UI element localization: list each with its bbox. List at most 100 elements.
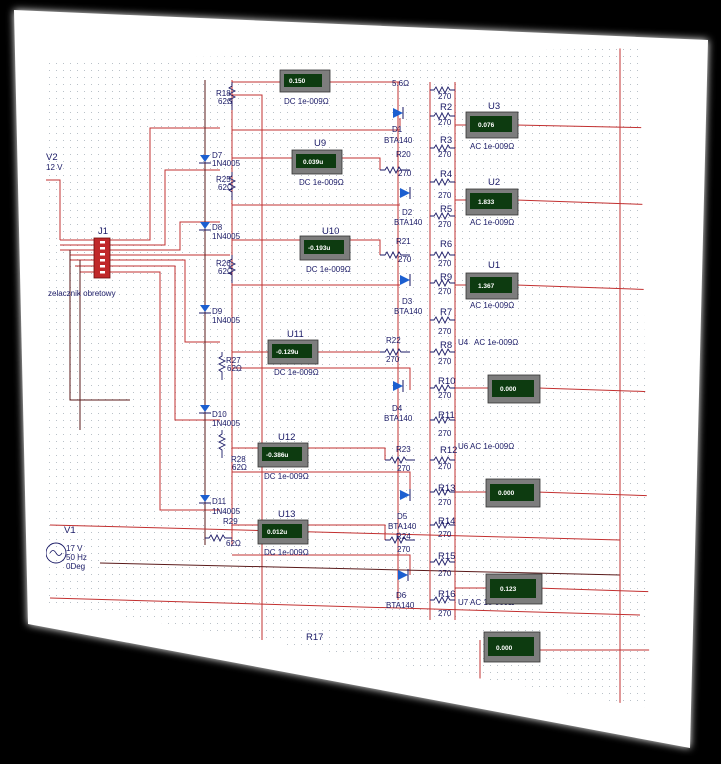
load-resistor-r7[interactable]: R7 270: [430, 307, 455, 336]
v1-value: 17 V: [66, 544, 83, 553]
meter-mode: AC 1e-009Ω: [470, 218, 514, 227]
diode-type: 1N4005: [212, 507, 241, 516]
thyristor-type: BTA140: [388, 522, 417, 531]
load-resistor-r2[interactable]: R2 270: [430, 102, 455, 127]
load-resistor-r9[interactable]: R9 270: [430, 272, 455, 296]
gate-resistor-r22[interactable]: R22 270: [380, 336, 410, 364]
gate-resistor-r24[interactable]: R24 270: [385, 532, 415, 554]
ac-meter-u1[interactable]: U1 1.367 AC 1e-009Ω: [465, 260, 519, 310]
resistor-r26[interactable]: R26 62Ω: [216, 255, 237, 283]
meter-reading: 0.150: [289, 78, 306, 85]
thyristor-d4[interactable]: D4 BTA140: [384, 380, 413, 423]
diode-d11[interactable]: D11 1N4005: [199, 495, 241, 516]
thyristor-type: BTA140: [384, 414, 413, 423]
dc-meter-u11[interactable]: U11 -0.129u DC 1e-009Ω: [267, 329, 319, 377]
diode-icon: [200, 155, 210, 162]
dc-meter-u10[interactable]: U10 -0.193u DC 1e-009Ω: [299, 226, 351, 274]
ac-meter-u6[interactable]: U6 AC 1e-009Ω 0.000: [458, 442, 541, 508]
load-resistor-r4[interactable]: R4 270: [430, 169, 455, 200]
meter-name: U9: [314, 138, 326, 149]
dc-meters: 0.150 DC 1e-009Ω U9 0.039u DC 1e-009Ω U1…: [257, 69, 351, 557]
resistor-name: R10: [438, 376, 455, 387]
dc-meter-u12[interactable]: U12 -0.386u DC 1e-009Ω: [257, 432, 309, 481]
gate-resistor-r21[interactable]: R21 270: [380, 237, 412, 264]
thyristor-type: BTA140: [394, 307, 423, 316]
resistor-name: R21: [396, 237, 411, 246]
meter-mode: DC 1e-009Ω: [264, 472, 309, 481]
diode-name: D8: [212, 223, 223, 232]
load-resistor-r12[interactable]: R12 270: [430, 445, 457, 471]
diode-d10[interactable]: D10 1N4005: [199, 405, 241, 428]
diode-type: 1N4005: [212, 316, 241, 325]
diode-icon: [200, 222, 210, 229]
ac-meter-bottom[interactable]: 0.000: [483, 631, 541, 663]
meter-name: U13: [278, 509, 295, 520]
dc-source-v2[interactable]: V2 12 V: [46, 152, 63, 172]
gate-resistor-r23[interactable]: R23 270: [385, 445, 415, 473]
load-resistor-r5[interactable]: R5 270: [430, 204, 455, 229]
meter-mode: DC 1e-009Ω: [264, 548, 309, 557]
v2-name: V2: [46, 152, 58, 163]
dc-meter-u9[interactable]: U9 0.039u DC 1e-009Ω: [291, 138, 344, 187]
load-resistor-r16[interactable]: R16 270: [430, 589, 455, 618]
diode-d8[interactable]: D8 1N4005: [199, 222, 241, 241]
thyristor-d2[interactable]: D2 BTA140: [394, 187, 423, 227]
meter-mode: DC 1e-009Ω: [306, 265, 351, 274]
meter-mode: AC 1e-009Ω: [470, 142, 514, 151]
thyristor-d1[interactable]: D1 BTA140: [384, 107, 413, 145]
ladder-resistors: R18 62Ω R25 62Ω R26 62Ω R27 62Ω R28: [205, 82, 247, 548]
ac-meter-u3[interactable]: U3 0.076 AC 1e-009Ω: [465, 101, 519, 151]
resistor-name: R26: [216, 259, 231, 268]
resistor-name: R23: [396, 445, 411, 454]
meter-name: U12: [278, 432, 295, 443]
ac-meter-u2[interactable]: U2 1.833 AC 1e-009Ω: [465, 177, 519, 227]
load-resistor-r1[interactable]: 270: [430, 85, 455, 101]
dc-meter-u13[interactable]: U13 0.012u DC 1e-009Ω: [257, 509, 309, 557]
resistor-r28[interactable]: R28 62Ω: [217, 430, 247, 472]
resistor-value: 270: [438, 150, 452, 159]
resistor-value: 270: [398, 169, 412, 178]
load-resistor-r14[interactable]: R14 270: [430, 516, 455, 539]
gate-resistor-r20[interactable]: R20 270: [380, 150, 412, 178]
resistor-name: R27: [226, 356, 241, 365]
thyristor-icon: [400, 188, 410, 198]
diode-d7[interactable]: D7 1N4005: [199, 151, 241, 168]
resistor-r18[interactable]: R18 62Ω: [216, 82, 237, 110]
load-resistor-r13[interactable]: R13 270: [430, 483, 455, 507]
ac-meter-u4[interactable]: U4 AC 1e-009Ω 0.000: [458, 338, 541, 404]
resistor-name: R24: [396, 532, 411, 541]
diode-name: D7: [212, 151, 223, 160]
meter-mode: AC 1e-009Ω: [470, 301, 514, 310]
resistor-name: R15: [438, 551, 455, 562]
thyristor-d5[interactable]: D5 BTA140: [388, 489, 417, 531]
load-resistor-r11[interactable]: R11 270: [430, 410, 455, 438]
thyristor-type: BTA140: [394, 218, 423, 227]
rotary-switch-j1[interactable]: J1 zelacznik obretowy: [48, 226, 116, 298]
resistor-r29[interactable]: R29 62Ω: [205, 517, 241, 548]
dc-meter-top[interactable]: 0.150 DC 1e-009Ω: [279, 69, 331, 106]
load-resistor-r15[interactable]: R15 270: [430, 551, 455, 578]
resistor-value: 62Ω: [226, 539, 241, 548]
meter-name: U11: [287, 329, 304, 340]
resistor-name: R4: [440, 169, 452, 180]
resistor-value: 270: [438, 569, 452, 578]
resistor-value: 270: [438, 530, 452, 539]
ac-source-v1[interactable]: V1 17 V 50 Hz 0Deg: [46, 525, 87, 571]
meter-reading: -0.129u: [276, 349, 298, 356]
resistor-r27[interactable]: R27 62Ω: [217, 352, 242, 380]
load-resistor-r8[interactable]: R8 270: [430, 340, 455, 366]
ac-meter-u7[interactable]: U7 AC 1e-009Ω 0.123: [458, 573, 543, 607]
diode-d9[interactable]: D9 1N4005: [199, 305, 241, 325]
thyristor-d6[interactable]: D6 BTA140: [386, 569, 415, 610]
resistor-value: 270: [438, 609, 452, 618]
resistor-value: 5.6Ω: [392, 79, 409, 88]
load-resistor-r10[interactable]: R10 270: [430, 376, 455, 400]
gate-resistor-top[interactable]: 5.6Ω: [392, 79, 409, 88]
load-resistor-r6[interactable]: R6 270: [430, 239, 455, 268]
resistor-r25[interactable]: R25 62Ω: [216, 172, 237, 200]
resistor-name: R22: [386, 336, 401, 345]
resistor-value: 270: [438, 92, 452, 101]
thyristor-d3[interactable]: D3 BTA140: [394, 274, 423, 316]
resistor-name: R3: [440, 135, 452, 146]
load-resistor-r3[interactable]: R3 270: [430, 135, 455, 159]
